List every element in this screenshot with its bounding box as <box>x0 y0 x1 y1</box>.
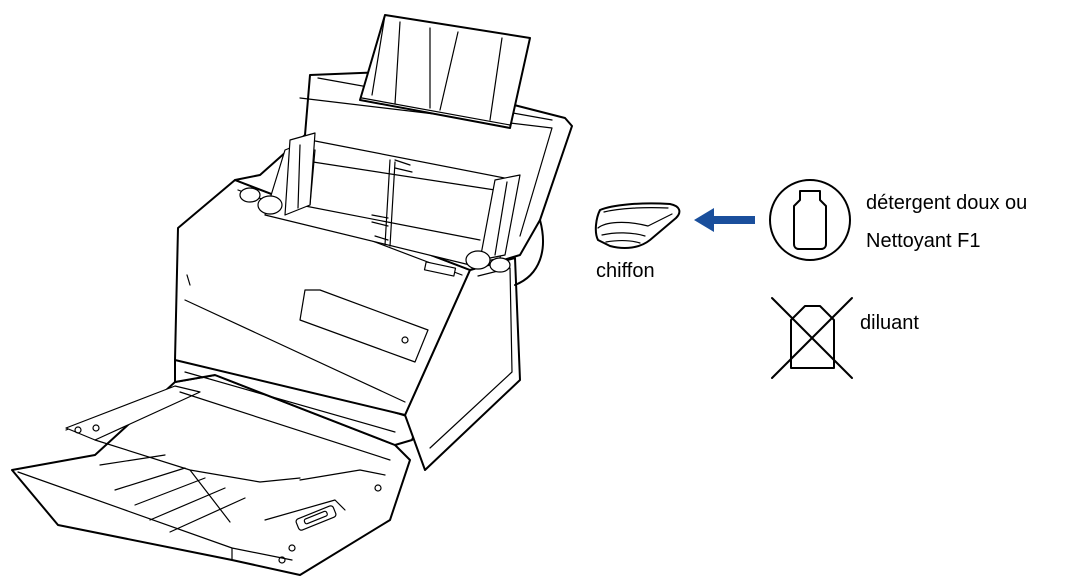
cloth-icon <box>594 202 681 249</box>
detergent-label-line2: Nettoyant F1 <box>866 230 981 252</box>
output-tray <box>11 374 411 576</box>
thinner-label: diluant <box>860 312 919 334</box>
arrow-left-icon <box>694 208 755 232</box>
scanner-body <box>174 179 521 471</box>
scanner-illustration <box>11 14 573 576</box>
paper-extension <box>359 14 531 129</box>
detergent-bottle-icon <box>769 179 851 261</box>
crossed-out-bottle-icon <box>771 297 853 379</box>
detergent-label-line1: détergent doux ou <box>866 192 1028 214</box>
cloth-label: chiffon <box>596 260 655 282</box>
